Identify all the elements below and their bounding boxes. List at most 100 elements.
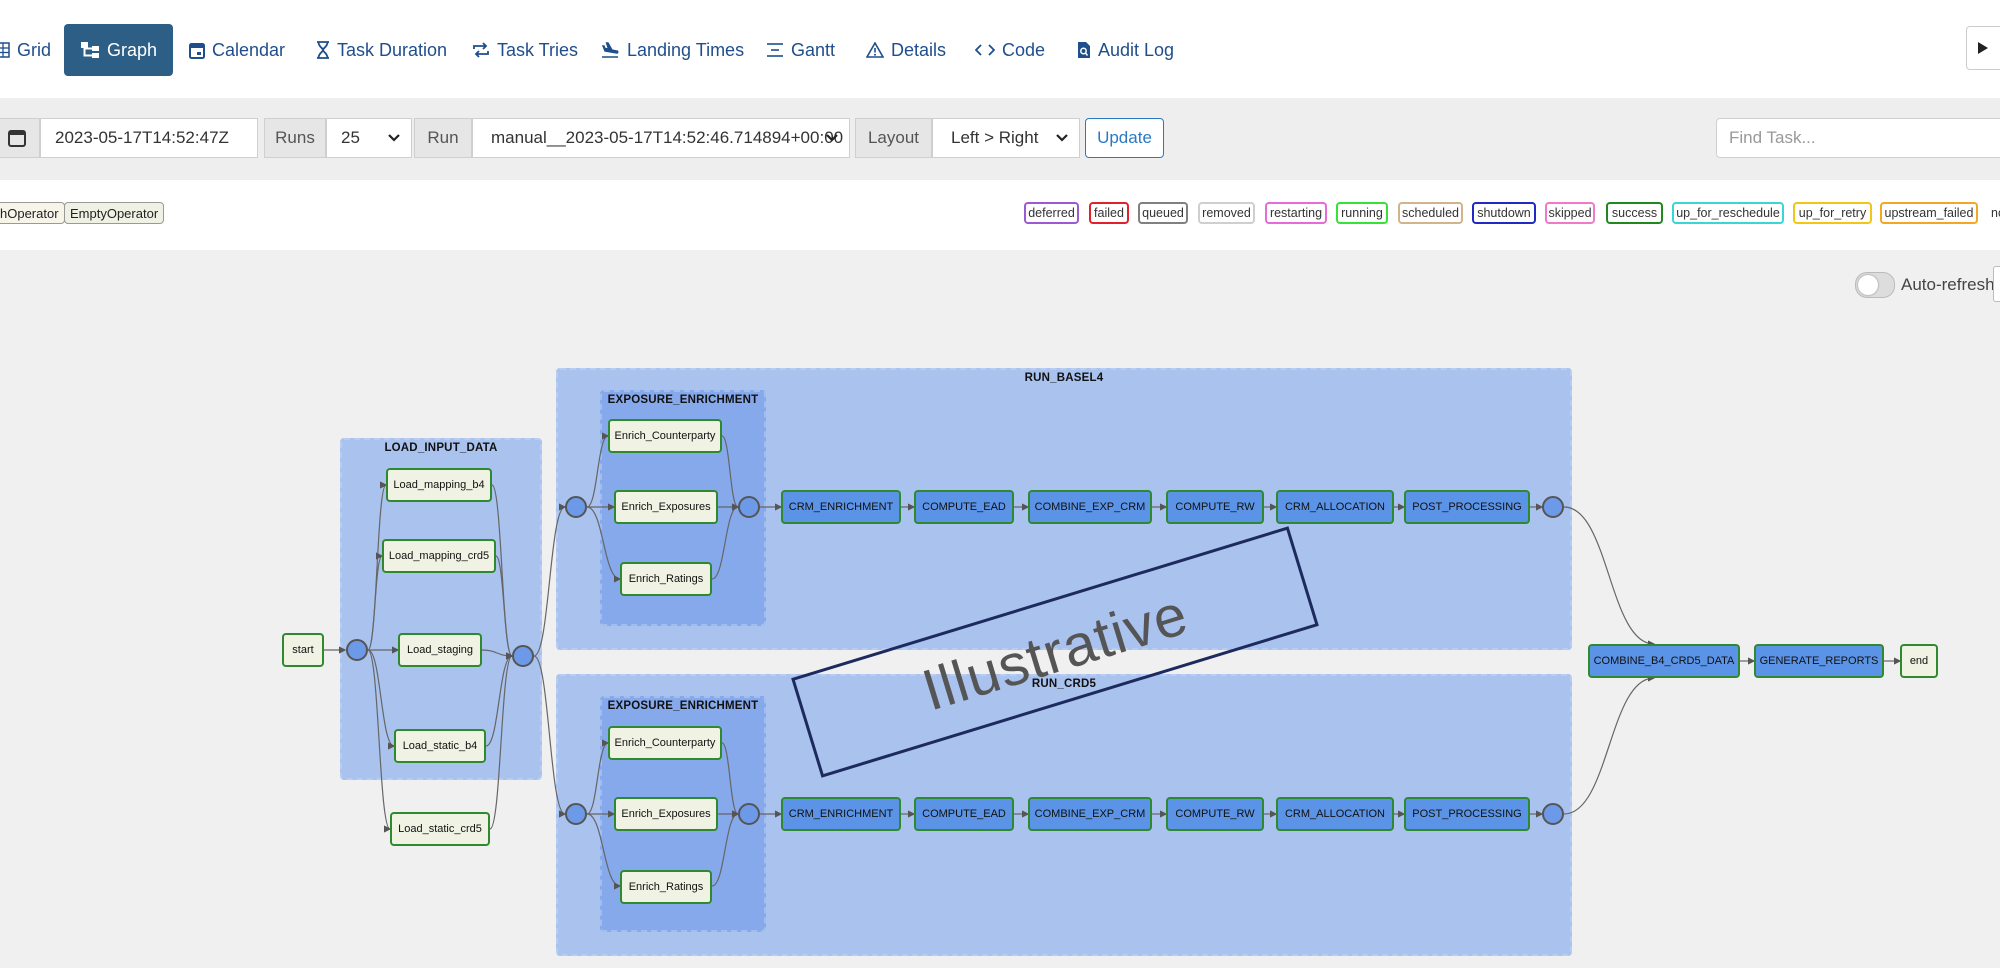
view-tab-bar: Grid Graph Calendar Task Duration Task T… xyxy=(0,0,2000,98)
graph-edge xyxy=(721,742,740,818)
task-load-static-crd5[interactable]: Load_static_crd5 xyxy=(390,812,490,846)
operator-badge[interactable]: hOperator xyxy=(0,202,65,224)
graph-edges xyxy=(324,432,1902,890)
state-badge-deferred[interactable]: deferred xyxy=(1024,202,1079,224)
task-enrich-counterparty-crd5[interactable]: Enrich_Counterparty xyxy=(608,726,722,760)
runs-select[interactable]: 25 xyxy=(326,118,412,158)
layout-value: Left > Right xyxy=(951,128,1039,147)
graph-side-button[interactable] xyxy=(1993,266,2000,302)
junction-node[interactable] xyxy=(738,496,760,518)
graph-edge xyxy=(586,506,622,583)
graph-edge xyxy=(711,810,740,887)
state-badge-failed[interactable]: failed xyxy=(1089,202,1129,224)
tab-task-duration[interactable]: Task Duration xyxy=(316,24,447,76)
state-badge-up-for-reschedule[interactable]: up_for_reschedule xyxy=(1672,202,1784,224)
graph-edge xyxy=(1563,506,1656,648)
tab-task-tries[interactable]: Task Tries xyxy=(472,24,578,76)
task-crm-enrichment-crd5[interactable]: CRM_ENRICHMENT xyxy=(781,797,901,831)
gantt-icon xyxy=(767,43,783,57)
task-load-static-b4[interactable]: Load_static_b4 xyxy=(394,729,486,763)
task-load-mapping-b4[interactable]: Load_mapping_b4 xyxy=(386,468,492,502)
tab-label: Task Tries xyxy=(497,39,579,60)
junction-node[interactable] xyxy=(565,803,587,825)
tab-details[interactable]: Details xyxy=(866,24,946,76)
task-post-processing-b4[interactable]: POST_PROCESSING xyxy=(1404,490,1530,524)
tab-label: Grid xyxy=(17,39,52,60)
state-badge-removed[interactable]: removed xyxy=(1198,202,1255,224)
tab-label: Task Duration xyxy=(337,39,448,60)
state-badge-queued[interactable]: queued xyxy=(1138,202,1188,224)
graph-edge xyxy=(495,555,514,660)
junction-node[interactable] xyxy=(565,496,587,518)
tab-label: Calendar xyxy=(212,39,286,60)
runs-label: Runs xyxy=(264,118,326,158)
tab-calendar[interactable]: Calendar xyxy=(189,24,285,76)
tab-grid[interactable]: Grid xyxy=(0,24,51,76)
task-combine-exp-crm-b4[interactable]: COMBINE_EXP_CRM xyxy=(1028,490,1152,524)
junction-node[interactable] xyxy=(512,645,534,667)
hourglass-icon xyxy=(317,41,329,59)
find-task-input[interactable]: Find Task... xyxy=(1716,118,2000,158)
auto-refresh-toggle[interactable]: Auto-refresh xyxy=(1855,272,1995,298)
audit-log-icon xyxy=(1078,42,1090,58)
tab-audit-log[interactable]: Audit Log xyxy=(1077,24,1174,76)
task-start[interactable]: start xyxy=(282,633,324,667)
run-select[interactable]: manual__2023-05-17T14:52:46.714894+00:00 xyxy=(472,118,850,158)
task-generate-reports[interactable]: GENERATE_REPORTS xyxy=(1754,644,1884,678)
task-enrich-exposures-b4[interactable]: Enrich_Exposures xyxy=(614,490,718,524)
toggle-switch[interactable] xyxy=(1855,272,1895,298)
state-badge-skipped[interactable]: skipped xyxy=(1545,202,1595,224)
date-picker-button[interactable] xyxy=(0,118,40,158)
task-enrich-ratings-crd5[interactable]: Enrich_Ratings xyxy=(620,870,712,904)
task-end[interactable]: end xyxy=(1900,644,1938,678)
state-badge-restarting[interactable]: restarting xyxy=(1265,202,1327,224)
state-badge-cut-off[interactable]: nc xyxy=(1986,202,2000,224)
task-compute-ead-crd5[interactable]: COMPUTE_EAD xyxy=(914,797,1014,831)
state-badge-up-for-retry[interactable]: up_for_retry xyxy=(1793,202,1872,224)
task-enrich-exposures-crd5[interactable]: Enrich_Exposures xyxy=(614,797,718,831)
tab-landing-times[interactable]: Landing Times xyxy=(600,24,744,76)
code-icon xyxy=(975,44,995,56)
trigger-dag-button[interactable] xyxy=(1966,26,2000,70)
junction-node[interactable] xyxy=(1542,496,1564,518)
task-enrich-ratings-b4[interactable]: Enrich_Ratings xyxy=(620,562,712,596)
graph-edge xyxy=(489,652,514,830)
task-combine-exp-crm-crd5[interactable]: COMBINE_EXP_CRM xyxy=(1028,797,1152,831)
graph-canvas[interactable]: Auto-refresh LOAD_INPUT_DATA RUN_BASEL4 … xyxy=(0,250,2000,968)
task-load-mapping-crd5[interactable]: Load_mapping_crd5 xyxy=(382,539,496,573)
update-button[interactable]: Update xyxy=(1085,118,1164,158)
junction-node[interactable] xyxy=(738,803,760,825)
task-crm-allocation-crd5[interactable]: CRM_ALLOCATION xyxy=(1276,797,1394,831)
graph-edge xyxy=(1563,674,1656,815)
task-compute-ead-b4[interactable]: COMPUTE_EAD xyxy=(914,490,1014,524)
task-compute-rw-crd5[interactable]: COMPUTE_RW xyxy=(1166,797,1264,831)
state-badge-scheduled[interactable]: scheduled xyxy=(1398,202,1463,224)
graph-edge xyxy=(586,432,610,508)
task-compute-rw-b4[interactable]: COMPUTE_RW xyxy=(1166,490,1264,524)
calendar-icon xyxy=(189,42,205,59)
state-badge-success[interactable]: success xyxy=(1606,202,1663,224)
state-badge-running[interactable]: running xyxy=(1336,202,1388,224)
task-combine-b4-crd5-data[interactable]: COMBINE_B4_CRD5_DATA xyxy=(1588,644,1740,678)
operator-badge[interactable]: EmptyOperator xyxy=(64,202,165,224)
warning-icon xyxy=(866,42,884,58)
graph-edge xyxy=(533,503,567,657)
task-load-staging[interactable]: Load_staging xyxy=(398,633,482,667)
tab-gantt[interactable]: Gantt xyxy=(766,24,835,76)
state-badge-upstream-failed[interactable]: upstream_failed xyxy=(1880,202,1978,224)
repeat-icon xyxy=(473,42,489,58)
graph-edge xyxy=(533,655,567,818)
task-post-processing-crd5[interactable]: POST_PROCESSING xyxy=(1404,797,1530,831)
tab-code[interactable]: Code xyxy=(975,24,1045,76)
tab-graph[interactable]: Graph xyxy=(64,24,174,76)
task-crm-enrichment-b4[interactable]: CRM_ENRICHMENT xyxy=(781,490,901,524)
task-crm-allocation-b4[interactable]: CRM_ALLOCATION xyxy=(1276,490,1394,524)
play-icon xyxy=(1978,42,1988,54)
base-date-input[interactable]: 2023-05-17T14:52:47Z xyxy=(40,118,258,158)
layout-select[interactable]: Left > Right xyxy=(932,118,1080,158)
state-badge-shutdown[interactable]: shutdown xyxy=(1472,202,1536,224)
tab-label: Landing Times xyxy=(627,39,745,60)
junction-node[interactable] xyxy=(346,639,368,661)
junction-node[interactable] xyxy=(1542,803,1564,825)
task-enrich-counterparty-b4[interactable]: Enrich_Counterparty xyxy=(608,419,722,453)
